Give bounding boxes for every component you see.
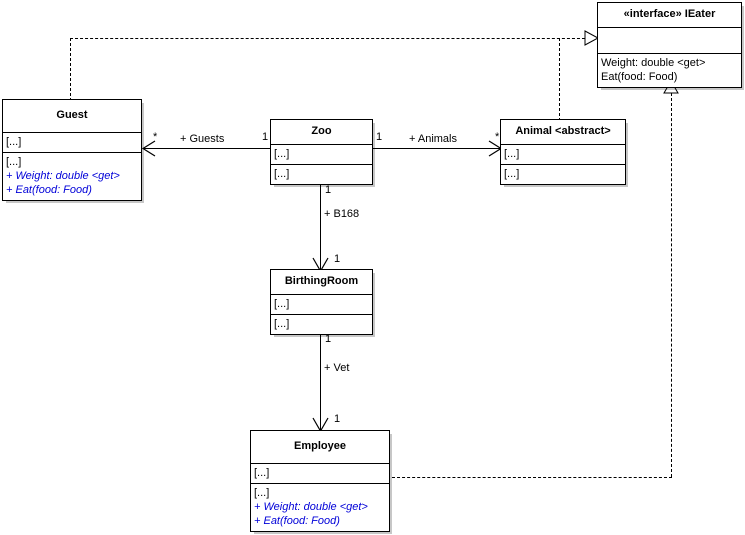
class-name-animal: Animal <abstract> <box>501 120 625 145</box>
association-label-b168: + B168 <box>324 208 360 220</box>
multiplicity-zoo-guests-end: 1 <box>262 131 269 143</box>
operation-row: Eat(food: Food) <box>601 71 678 83</box>
class-operations-employee: [...] + Weight: double <get> + Eat(food:… <box>251 484 389 531</box>
operation-row: Weight: double <get> <box>601 57 706 69</box>
class-attributes-employee: [...] <box>251 464 389 484</box>
operation-row: [...] <box>274 318 290 330</box>
association-line-birthingroom-employee <box>320 331 321 431</box>
realization-guest-to-ieater-horizontal <box>70 38 590 39</box>
operation-row: + Weight: double <get> <box>6 170 120 182</box>
class-attributes-guest: [...] <box>3 133 141 153</box>
operation-row: + Eat(food: Food) <box>254 515 340 527</box>
class-name-guest: Guest <box>3 100 141 133</box>
class-name-birthingroom: BirthingRoom <box>271 270 372 295</box>
attribute-row: [...] <box>274 148 290 160</box>
class-box-animal[interactable]: Animal <abstract> [...] [...] <box>500 119 626 185</box>
class-box-ieater[interactable]: «interface» IEater Weight: double <get> … <box>597 2 742 88</box>
realization-arrowhead-into-ieater-left <box>584 30 600 46</box>
operation-row: [...] <box>274 168 290 180</box>
association-label-animals: + Animals <box>409 133 457 145</box>
multiplicity-birthingroom-b168-end: 1 <box>334 253 341 265</box>
class-operations-ieater: Weight: double <get> Eat(food: Food) <box>598 54 741 87</box>
class-operations-animal: [...] <box>501 165 625 184</box>
operation-row: [...] <box>6 156 22 168</box>
attribute-row: [...] <box>6 136 22 148</box>
operation-row: [...] <box>504 168 520 180</box>
multiplicity-guest-end: * <box>153 131 158 143</box>
class-box-employee[interactable]: Employee [...] [...] + Weight: double <g… <box>250 430 390 532</box>
realization-employee-to-ieater-vertical <box>671 93 672 477</box>
association-label-vet: + Vet <box>324 362 350 374</box>
multiplicity-birthingroom-vet-end: 1 <box>325 333 332 345</box>
realization-animal-to-ieater-vertical <box>559 38 560 121</box>
class-box-zoo[interactable]: Zoo [...] [...] <box>270 119 373 185</box>
realization-employee-to-ieater-horizontal <box>392 477 672 478</box>
operation-row: [...] <box>254 487 270 499</box>
attribute-row: [...] <box>274 298 290 310</box>
class-name-ieater: «interface» IEater <box>598 3 741 28</box>
class-attributes-zoo: [...] <box>271 145 372 165</box>
association-label-guests: + Guests <box>180 133 225 145</box>
class-attributes-birthingroom: [...] <box>271 295 372 315</box>
multiplicity-animal-end: * <box>495 131 500 143</box>
class-operations-birthingroom: [...] <box>271 315 372 334</box>
class-attributes-ieater <box>598 28 741 54</box>
class-name-zoo: Zoo <box>271 120 372 145</box>
class-box-birthingroom[interactable]: BirthingRoom [...] [...] <box>270 269 373 335</box>
class-operations-zoo: [...] <box>271 165 372 184</box>
multiplicity-zoo-animals-end: 1 <box>376 131 383 143</box>
operation-row: + Eat(food: Food) <box>6 184 92 196</box>
multiplicity-employee-vet-end: 1 <box>334 413 341 425</box>
class-attributes-animal: [...] <box>501 145 625 165</box>
attribute-row: [...] <box>504 148 520 160</box>
attribute-row: [...] <box>254 467 270 479</box>
realization-guest-to-ieater-vertical <box>70 38 71 101</box>
class-operations-guest: [...] + Weight: double <get> + Eat(food:… <box>3 153 141 200</box>
operation-row: + Weight: double <get> <box>254 501 368 513</box>
association-line-zoo-birthingroom <box>320 182 321 269</box>
multiplicity-zoo-b168-end: 1 <box>325 184 332 196</box>
association-line-guest-zoo <box>143 148 270 149</box>
association-line-zoo-animal <box>373 148 500 149</box>
class-name-employee: Employee <box>251 431 389 464</box>
class-box-guest[interactable]: Guest [...] [...] + Weight: double <get>… <box>2 99 142 201</box>
association-arrowhead-to-guest <box>141 140 156 157</box>
